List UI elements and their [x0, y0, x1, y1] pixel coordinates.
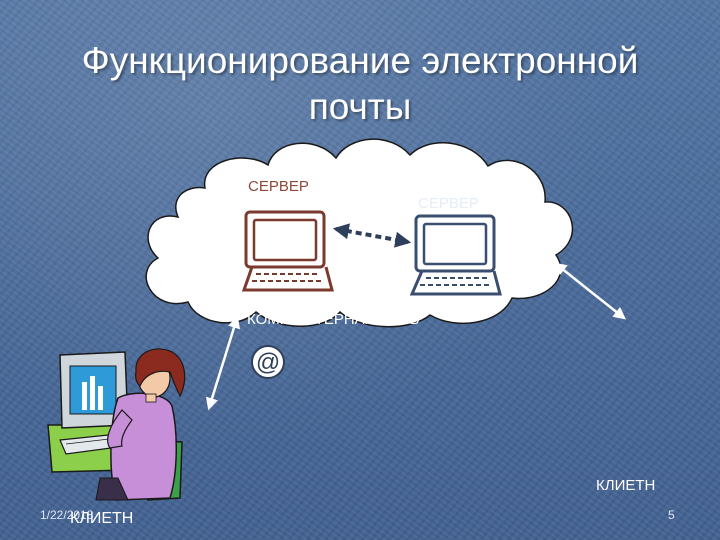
page-title: Функционирование электронной почты — [20, 38, 700, 130]
server-right-label: СЕРВЕР — [418, 195, 479, 212]
server-computer-left — [241, 210, 334, 292]
slide-date: 1/22/2018 — [40, 508, 94, 522]
title-line-1: Функционирование электронной — [81, 40, 639, 81]
svg-text:@: @ — [256, 349, 280, 376]
server-link-arrow — [332, 223, 412, 248]
page-number: 5 — [668, 508, 675, 522]
at-sign-icon: @ — [251, 345, 285, 379]
server-left-label: СЕРВЕР — [248, 178, 309, 195]
woman-at-computer-icon — [47, 348, 186, 501]
network-label: КОМПЬЮТЕРНАЯ СЕТЬ — [247, 311, 420, 328]
server-computer-right — [409, 214, 502, 296]
double-arrow-icon — [554, 262, 626, 320]
client-left-label: КЛИЕТН — [70, 510, 134, 527]
title-line-2: почты — [308, 86, 412, 127]
double-arrow-icon — [206, 315, 240, 411]
client-right-label: КЛИЕТН — [596, 477, 656, 494]
